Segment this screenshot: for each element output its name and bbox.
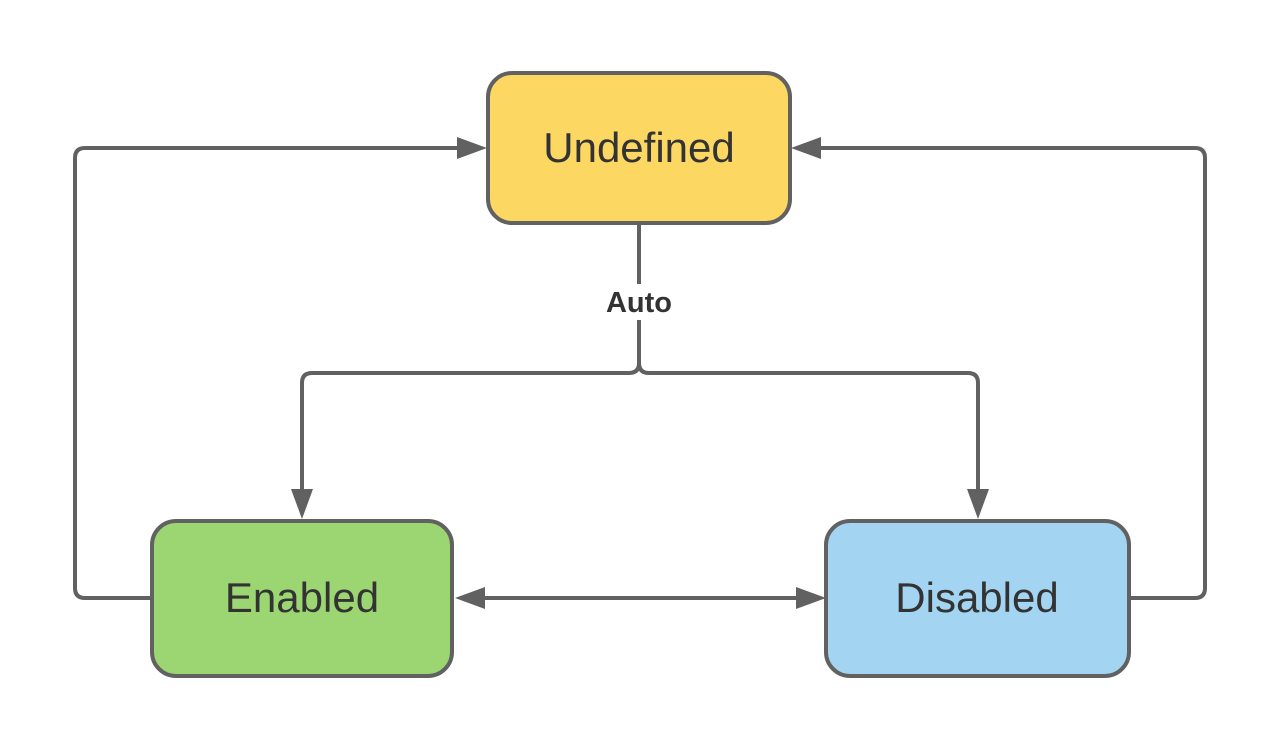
node-disabled-label: Disabled: [895, 574, 1058, 621]
arrowhead-into-undefined-left: [457, 137, 487, 159]
node-undefined-label: Undefined: [543, 124, 734, 171]
edge-undefined-to-enabled: [300, 225, 641, 491]
edge-enabled-to-undefined: [73, 146, 459, 600]
node-enabled: [150, 519, 454, 678]
edge-label-auto-backing: [605, 284, 673, 320]
arrowhead-into-disabled-left: [796, 587, 826, 609]
edge-label-auto: Auto: [606, 287, 672, 319]
arrowhead-into-enabled-right: [455, 587, 485, 609]
labels: Undefined Enabled Disabled Auto: [225, 124, 1059, 621]
edge-disabled-to-undefined: [819, 146, 1207, 600]
arrowhead-into-enabled-top: [291, 489, 313, 519]
arrowheads: [291, 137, 989, 609]
node-disabled: [824, 519, 1131, 678]
arrowhead-into-undefined-right: [791, 137, 821, 159]
connectors: [73, 146, 1207, 600]
node-undefined: [486, 71, 792, 225]
node-enabled-label: Enabled: [225, 574, 379, 621]
arrowhead-into-disabled-top: [967, 489, 989, 519]
edge-undefined-to-disabled: [637, 362, 980, 491]
state-nodes: [150, 71, 1131, 678]
